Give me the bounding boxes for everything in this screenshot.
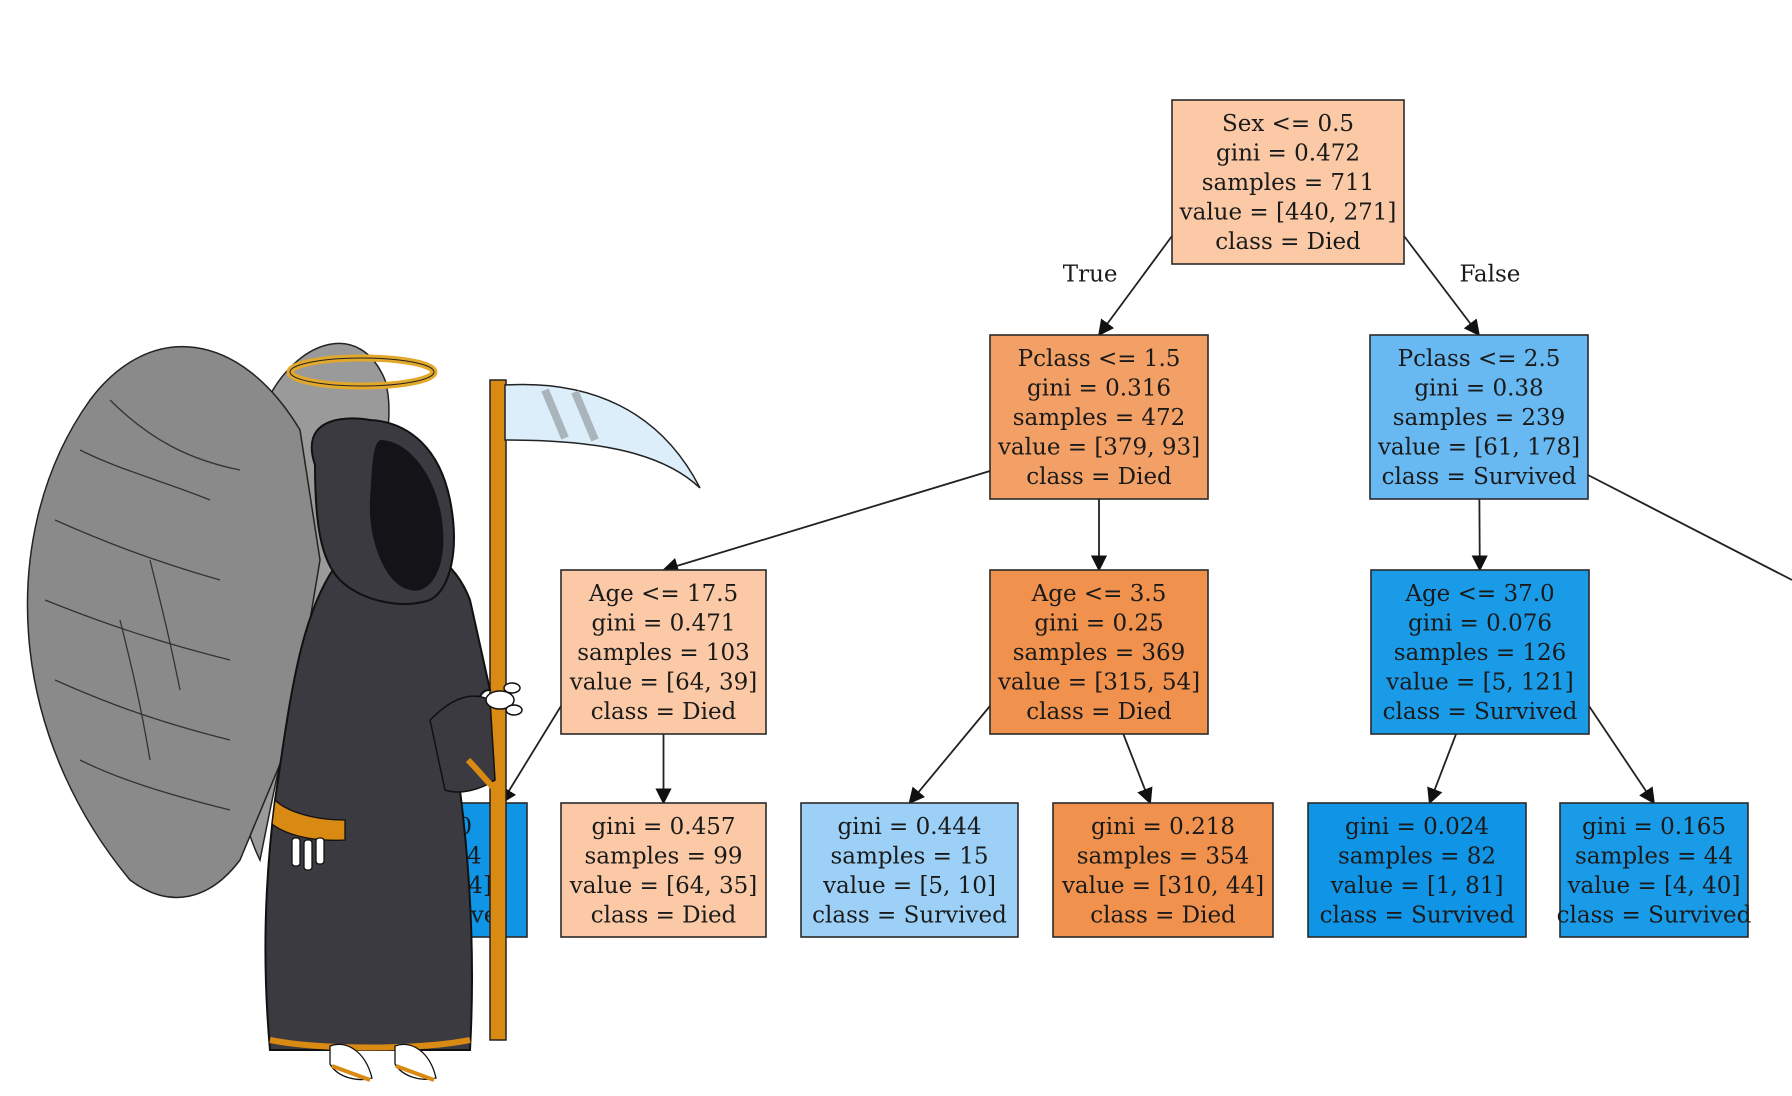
node-box bbox=[560, 569, 767, 735]
node-line: Age <= 17.5 bbox=[588, 581, 738, 607]
node-line: gini = 0.38 bbox=[1414, 376, 1543, 402]
tree-edge-n1-n3 bbox=[661, 470, 991, 574]
hood-opening bbox=[369, 440, 444, 591]
tree-edge-n2-offscreen bbox=[1587, 474, 1792, 581]
tree-edge-root-n1 bbox=[1098, 235, 1173, 337]
node-line: samples = 15 bbox=[831, 843, 989, 869]
tree-node-n4: Age <= 3.5 gini = 0.25 samples = 369 value … bbox=[989, 569, 1209, 735]
node-line: samples = 369 bbox=[1013, 640, 1186, 666]
skeleton-hand bbox=[485, 682, 523, 716]
node-line: class = Survived bbox=[812, 902, 1007, 928]
tree-node-n9: gini = 0.218 samples = 354 value = [310, 4… bbox=[1052, 802, 1274, 938]
node-line: value = [5, 121] bbox=[1385, 670, 1573, 696]
node-line: value = [1, 81] bbox=[1330, 873, 1504, 899]
node-line: samples = 44 bbox=[1575, 843, 1733, 869]
tree-node-n11: gini = 0.165 samples = 44 value = [4, 40] c… bbox=[1557, 802, 1752, 938]
node-line: gini = 0.024 bbox=[1345, 814, 1489, 840]
node-line: class = Died bbox=[1026, 699, 1172, 725]
node-line: value = [315, 54] bbox=[997, 670, 1200, 696]
node-line: gini = 0.471 bbox=[592, 611, 736, 637]
node-line: gini = 0.444 bbox=[838, 814, 982, 840]
node-line: value = [4, 40] bbox=[1567, 873, 1741, 899]
edge-label-true: True bbox=[1063, 262, 1118, 288]
node-line: samples = 126 bbox=[1394, 640, 1567, 666]
node-line: value = [379, 93] bbox=[997, 435, 1200, 461]
node-line: samples = 99 bbox=[585, 843, 743, 869]
node-line: class = Died bbox=[1090, 902, 1236, 928]
node-box bbox=[1052, 802, 1274, 938]
tree-edge-n5-n11 bbox=[1588, 705, 1655, 805]
node-line: Pclass <= 2.5 bbox=[1398, 346, 1561, 372]
tree-edge-n4-n8 bbox=[908, 705, 991, 805]
tree-node-n3: Age <= 17.5 gini = 0.471 samples = 103 valu… bbox=[560, 569, 767, 735]
node-line: samples = 472 bbox=[1013, 405, 1186, 431]
node-line: Age <= 3.5 bbox=[1031, 581, 1167, 607]
node-line: Age <= 37.0 bbox=[1404, 581, 1554, 607]
node-line: gini = 0.457 bbox=[592, 814, 736, 840]
node-line: gini = 0.25 bbox=[1034, 611, 1163, 637]
node-line: Pclass <= 1.5 bbox=[1018, 346, 1181, 372]
reaper-robe bbox=[264, 538, 492, 1051]
node-line: class = Survived bbox=[1557, 902, 1752, 928]
node-line: Sex <= 0.5 bbox=[1222, 111, 1354, 137]
node-line: class = Died bbox=[591, 699, 737, 725]
node-line: gini = 0.316 bbox=[1027, 376, 1171, 402]
node-line: value = [64, 35] bbox=[569, 873, 757, 899]
tree-node-n2: Pclass <= 2.5 gini = 0.38 samples = 239 val… bbox=[1369, 334, 1589, 500]
node-line: samples = 354 bbox=[1077, 843, 1250, 869]
node-box bbox=[800, 802, 1019, 938]
node-box bbox=[989, 569, 1209, 735]
scythe-blade bbox=[504, 383, 701, 489]
tree-node-n10: gini = 0.024 samples = 82 value = [1, 81] c… bbox=[1307, 802, 1527, 938]
tree-nodes: Sex <= 0.5 gini = 0.472 samples = 711 value… bbox=[394, 99, 1752, 938]
edge-label-false: False bbox=[1460, 262, 1521, 288]
node-line: samples = 239 bbox=[1393, 405, 1566, 431]
tree-node-root: Sex <= 0.5 gini = 0.472 samples = 711 value… bbox=[1171, 99, 1405, 265]
tree-edge-n5-n10 bbox=[1427, 733, 1457, 805]
node-line: gini = 0.076 bbox=[1408, 611, 1552, 637]
tree-edge-n4-n9 bbox=[1122, 733, 1153, 805]
front-wing bbox=[26, 345, 321, 899]
tree-edge-n3-n6 bbox=[500, 705, 562, 805]
node-box bbox=[1307, 802, 1527, 938]
node-line: gini = 0.472 bbox=[1216, 141, 1360, 167]
node-box bbox=[989, 334, 1209, 500]
skeleton-left-hand bbox=[291, 837, 325, 871]
tree-edge-root-n2 bbox=[1403, 235, 1480, 337]
tree-node-n1: Pclass <= 1.5 gini = 0.316 samples = 472 va… bbox=[989, 334, 1209, 500]
node-line: gini = 0.218 bbox=[1091, 814, 1235, 840]
node-box bbox=[1559, 802, 1749, 938]
node-box bbox=[560, 802, 767, 938]
reaper-left-sleeve bbox=[271, 798, 346, 841]
node-line: samples = 82 bbox=[1338, 843, 1496, 869]
node-box bbox=[1171, 99, 1405, 265]
node-line: class = Died bbox=[1215, 229, 1361, 255]
node-line: value = [64, 39] bbox=[569, 670, 757, 696]
node-line: class = Died bbox=[1026, 464, 1172, 490]
tree-node-n7: gini = 0.457 samples = 99 value = [64, 35]… bbox=[560, 802, 767, 938]
node-line: class = Died bbox=[591, 902, 737, 928]
node-line: class = Survived bbox=[1320, 902, 1515, 928]
node-box bbox=[1370, 569, 1590, 735]
scythe-handle bbox=[489, 379, 507, 1041]
tree-edges bbox=[500, 235, 1792, 805]
node-line: samples = 711 bbox=[1202, 170, 1375, 196]
node-line: class = Survived bbox=[1383, 699, 1578, 725]
node-line: value = [310, 44] bbox=[1061, 873, 1264, 899]
tree-node-n8: gini = 0.444 samples = 15 value = [5, 10] c… bbox=[800, 802, 1019, 938]
node-line: value = [61, 178] bbox=[1377, 435, 1580, 461]
tree-node-n5: Age <= 37.0 gini = 0.076 samples = 126 valu… bbox=[1370, 569, 1590, 735]
wing-feather-lines bbox=[44, 399, 241, 811]
node-line: samples = 103 bbox=[577, 640, 750, 666]
node-line: class = Survived bbox=[1382, 464, 1577, 490]
node-line: gini = 0.165 bbox=[1582, 814, 1726, 840]
tree-edge-labels: True False bbox=[1063, 262, 1521, 288]
node-line: value = [440, 271] bbox=[1179, 200, 1397, 226]
grim-reaper-angel-illustration bbox=[26, 342, 701, 1082]
node-box bbox=[1369, 334, 1589, 500]
node-line: value = [5, 10] bbox=[822, 873, 996, 899]
